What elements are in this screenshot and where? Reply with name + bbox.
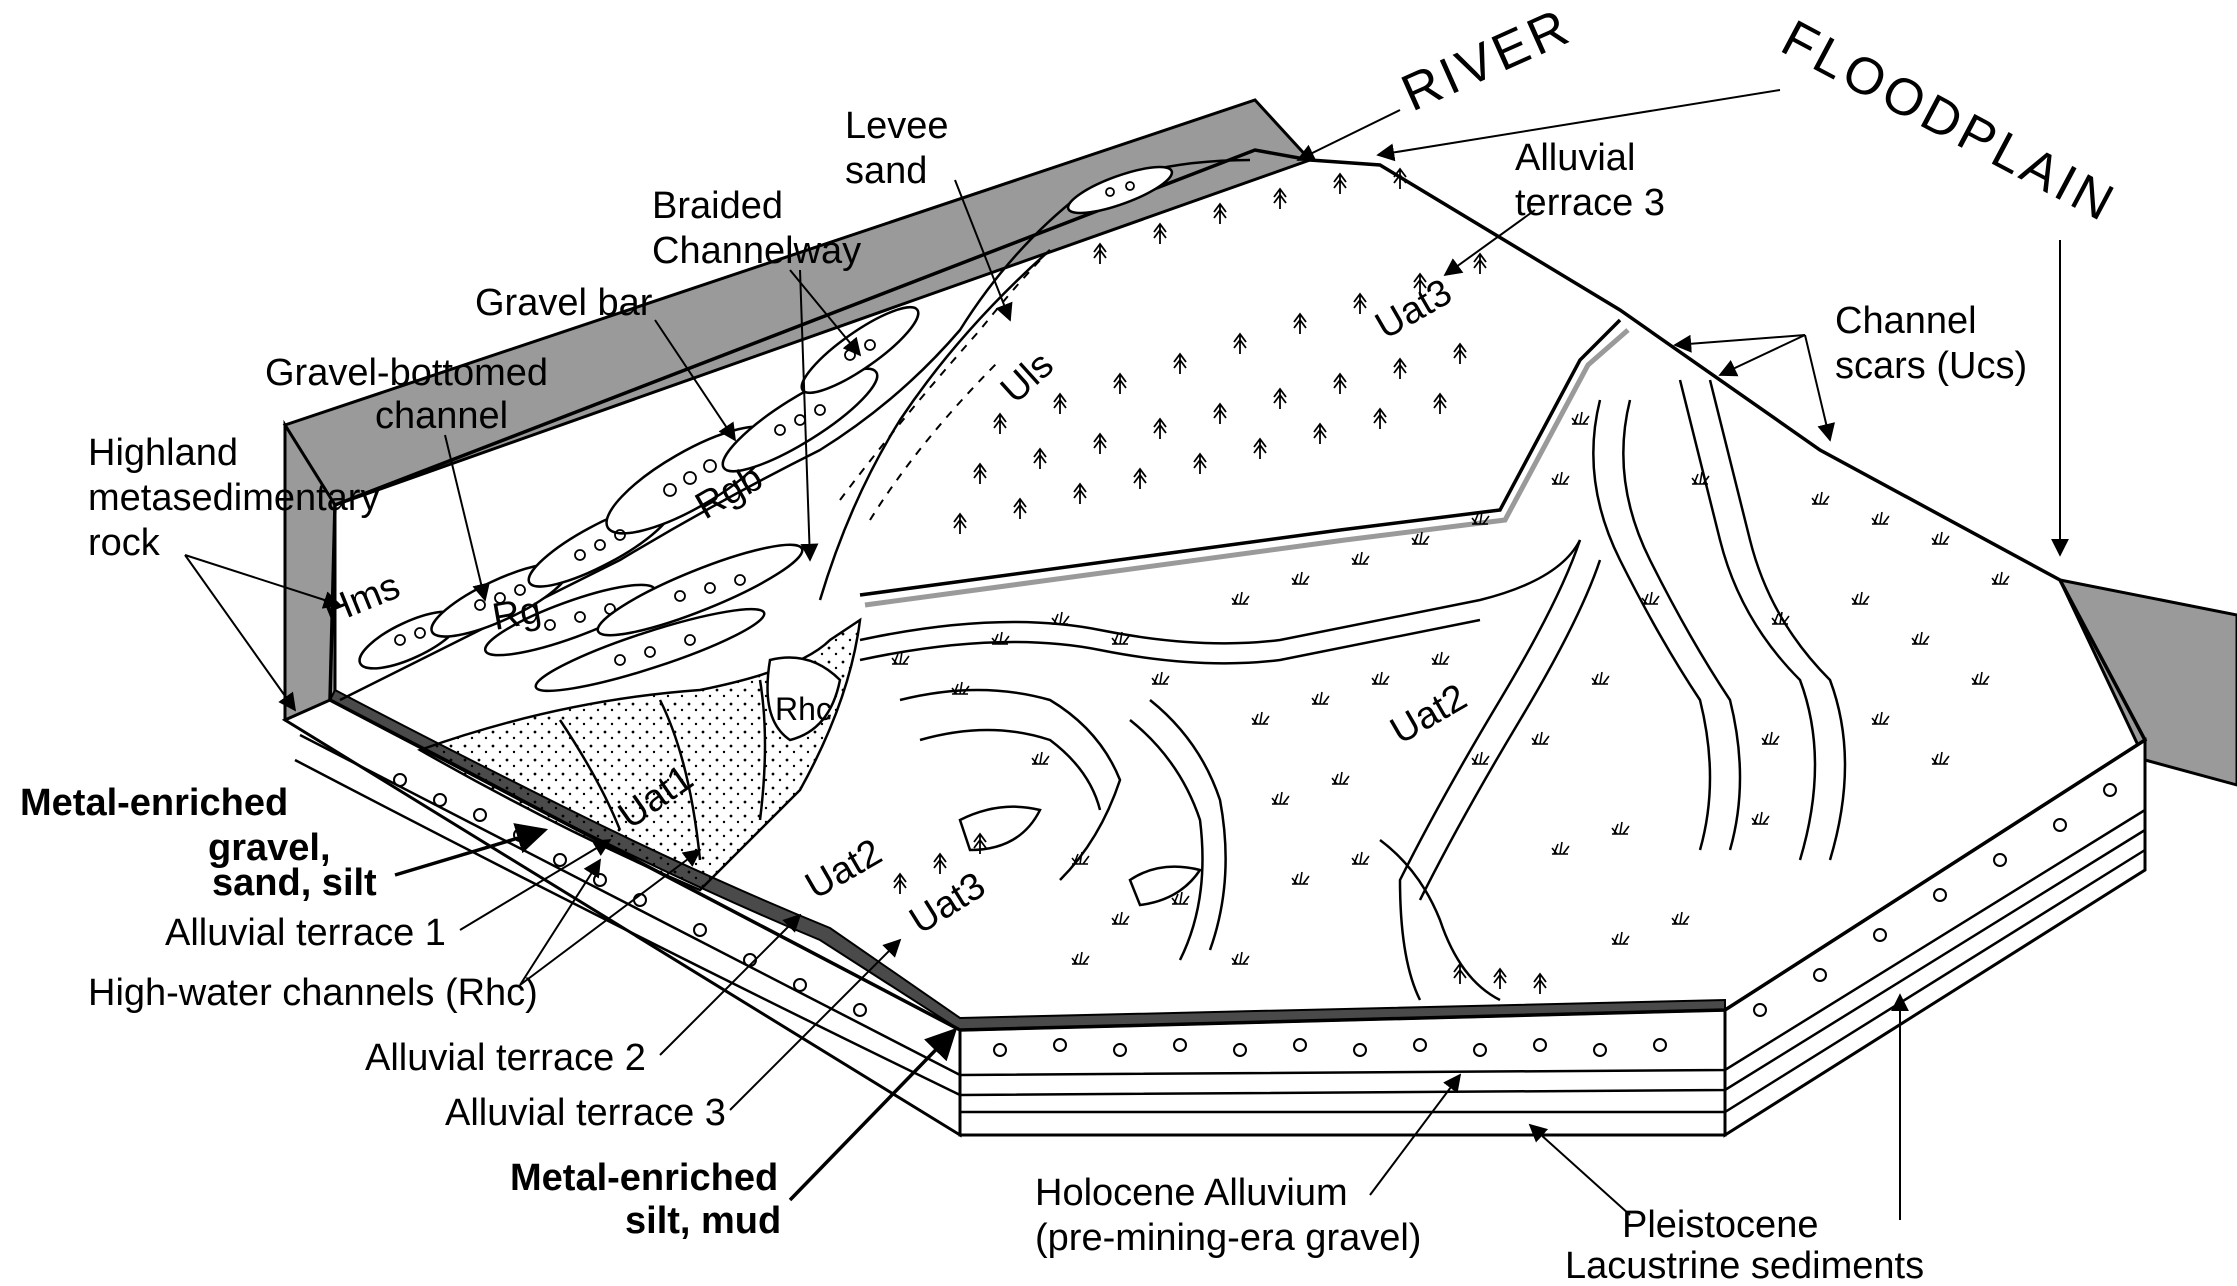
holocene-alluvium-line2: (pre-mining-era gravel) [1035,1217,1421,1259]
alluvial-terrace-3-top-line1: Alluvial [1515,137,1635,179]
highland-rock-line1: Highland [88,432,238,474]
channel-scars [860,380,1845,1000]
holocene-alluvium-line1: Holocene Alluvium [1035,1172,1348,1214]
alluvial-terrace-1-label: Alluvial terrace 1 [165,912,446,954]
channel-scars-line2: scars (Ucs) [1835,345,2027,387]
highland-rock-line2: metasedimentary [88,477,379,519]
levee-sand-line2: sand [845,150,927,192]
gravel-bottomed-channel-line2: channel [375,395,508,437]
alluvial-terrace-2-label: Alluvial terrace 2 [365,1037,646,1079]
metal-gravel-line3: sand, silt [212,862,377,904]
metal-silt-mud-line1: Metal-enriched [510,1157,778,1199]
high-water-channels-label: High-water channels (Rhc) [88,972,538,1014]
gravel-bar-label: Gravel bar [475,282,653,324]
braided-channelway-line1: Braided [652,185,783,227]
unit-uat3-left: Uat3 [903,864,993,942]
levee-sand-line1: Levee [845,105,949,147]
unit-uat2-left: Uat2 [799,831,890,908]
unit-rhc: Rhc [775,691,832,727]
unit-uat3-top: Uat3 [1369,271,1460,348]
alluvial-terrace-3-bottom-label: Alluvial terrace 3 [445,1092,726,1134]
river-title: RIVER [1393,0,1580,123]
metal-gravel-line1: Metal-enriched [20,782,288,824]
unit-uls: Uls [993,344,1062,412]
highland-rock-line3: rock [88,522,161,564]
unit-uat2-main: Uat2 [1384,676,1475,753]
floodplain-title: FLOODPLAIN [1772,9,2125,234]
braided-channelway-line2: Channelway [652,230,861,272]
unit-rg: Rg [489,589,544,639]
metal-silt-mud-line2: silt, mud [625,1200,781,1242]
pleistocene-line2: Lacustrine sediments [1565,1245,1924,1286]
gravel-bottomed-channel-line1: Gravel-bottomed [265,352,548,394]
alluvial-terrace-3-top-line2: terrace 3 [1515,182,1665,224]
channel-scars-line1: Channel [1835,300,1977,342]
pleistocene-line1: Pleistocene [1622,1204,1818,1246]
